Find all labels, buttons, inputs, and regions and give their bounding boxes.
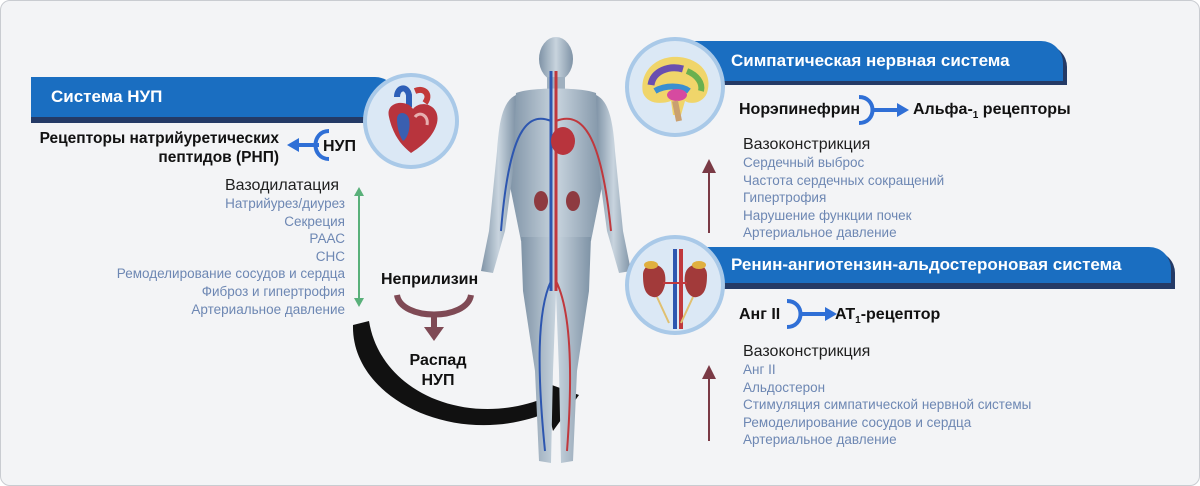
heart-icon bbox=[388, 85, 438, 153]
raas-effect-item: Ремоделирование сосудов и сердца bbox=[743, 414, 972, 430]
alpha1-receptors-label: Альфа-1 рецепторы bbox=[913, 101, 1071, 121]
kidney-icon bbox=[643, 249, 707, 329]
neprilysin-label: Неприлизин bbox=[381, 271, 479, 288]
nup-breakdown-line2: НУП bbox=[421, 372, 455, 389]
nup-system-effect-item: СНС bbox=[315, 248, 345, 264]
at1-main: AT bbox=[835, 306, 856, 323]
sympathetic-effect-item: Нарушение функции почек bbox=[743, 207, 912, 223]
raas-banner: Ренин-ангиотензин-альдостероновая систем… bbox=[691, 247, 1171, 283]
sympathetic-banner: Симпатическая нервная система bbox=[691, 41, 1063, 81]
raas-effect-item: Альдостерон bbox=[743, 379, 826, 395]
nup-system-effect-item: Натрийурез/диурез bbox=[225, 196, 345, 211]
nup-system-effect-item: Секреция bbox=[284, 213, 345, 229]
nrp-receptors-line1: Рецепторы натрийуретических bbox=[39, 130, 279, 147]
green-updown-arrow bbox=[354, 187, 364, 307]
brain-icon bbox=[642, 56, 709, 122]
alpha1-tail: рецепторы bbox=[978, 101, 1071, 118]
alpha1-main: Альфа- bbox=[913, 101, 973, 118]
raas-effect-item: Артериальное давление bbox=[743, 432, 897, 448]
norepinephrine-label: Норэпинефрин bbox=[739, 101, 861, 118]
sympathetic-banner-title: Симпатическая нервная система bbox=[731, 51, 1010, 70]
sympathetic-up-arrow bbox=[702, 159, 716, 233]
nup-breakdown-label: Распад НУП bbox=[403, 351, 473, 391]
nup-label: НУП bbox=[323, 138, 357, 155]
nrp-receptors-label: Рецепторы натрийуретических пептидов (РН… bbox=[9, 129, 279, 167]
nup-breakdown-line1: Распад bbox=[409, 352, 467, 369]
sympathetic-effect-item: Гипертрофия bbox=[743, 190, 827, 206]
sympathetic-effect-item: Частота сердечных сокращений bbox=[743, 172, 945, 188]
sympathetic-effect-item: Сердечный выброс bbox=[743, 155, 865, 170]
raas-up-arrow bbox=[702, 365, 716, 441]
nup-binding-arrow bbox=[287, 129, 330, 161]
sympathetic-effect-item: Артериальное давление bbox=[743, 225, 897, 241]
nup-banner-title: Система НУП bbox=[51, 87, 163, 106]
nup-system-effect-item: Ремоделирование сосудов и сердца bbox=[116, 266, 345, 282]
nup-banner: Система НУП bbox=[31, 77, 397, 117]
raas-banner-title: Ренин-ангиотензин-альдостероновая систем… bbox=[731, 255, 1122, 274]
vasodilation-title: Вазодилатация bbox=[225, 177, 340, 194]
nup-system-effect-item: Фиброз и гипертрофия bbox=[201, 283, 345, 299]
raas-vasoconstriction-title: Вазоконстрикция bbox=[743, 343, 871, 360]
nup-system-effect-item: РААС bbox=[309, 231, 345, 247]
kidney-illustration bbox=[625, 235, 725, 335]
at1-tail: -рецептор bbox=[860, 306, 941, 323]
raas-effect-item: Стимуляция симпатической нервной системы bbox=[743, 397, 1032, 413]
ang2-binding-arrow bbox=[786, 299, 837, 329]
neprilysin-arrow bbox=[394, 293, 474, 341]
nrp-receptors-line2: пептидов (РНП) bbox=[158, 149, 279, 166]
at1-receptor-label: AT1-рецептор bbox=[835, 306, 941, 326]
norepinephrine-binding-arrow bbox=[858, 95, 909, 125]
raas-effect-item: Анг II bbox=[743, 362, 776, 377]
brain-illustration bbox=[625, 37, 725, 137]
heart-illustration bbox=[363, 73, 459, 169]
human-body-illustration bbox=[481, 37, 631, 463]
sympathetic-vasoconstriction-title: Вазоконстрикция bbox=[743, 136, 871, 153]
at1-subscript: 1 bbox=[855, 315, 861, 326]
alpha1-subscript: 1 bbox=[972, 110, 979, 121]
nup-system-effect-item: Артериальное давление bbox=[191, 301, 345, 317]
ang2-label: Анг II bbox=[739, 306, 781, 323]
